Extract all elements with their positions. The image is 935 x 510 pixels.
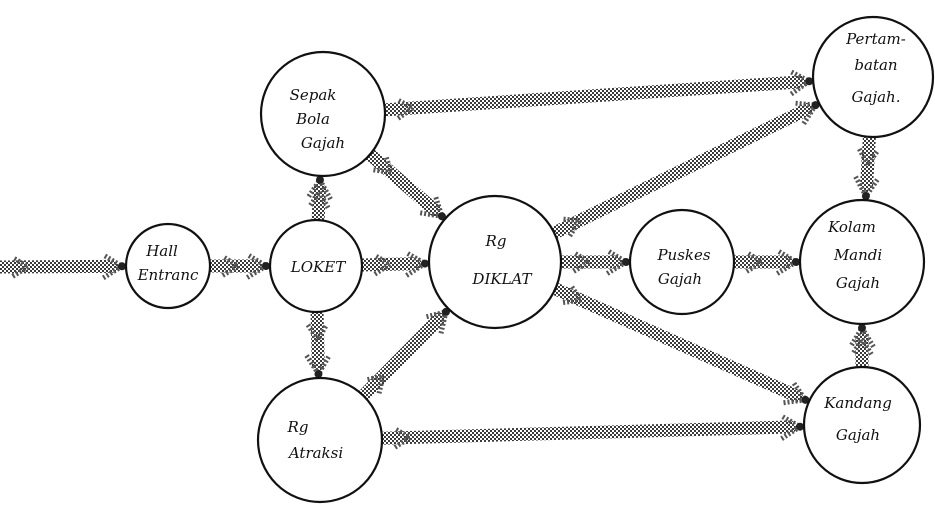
- node-label-line: Gajah: [658, 270, 702, 288]
- tail-chevron-icon: [373, 253, 395, 277]
- node-circle: [811, 15, 935, 139]
- arrow-tip: [421, 259, 430, 268]
- arrowhead-icon: [101, 252, 127, 281]
- flow-arrow-diklat-to-pertambatan: [547, 100, 820, 240]
- node-label-line: Puskes: [656, 246, 710, 264]
- node-label-line: Bola: [295, 110, 330, 128]
- flow-arrow-kandang-to-kolam: [848, 323, 876, 374]
- node-label-line: Kandang: [823, 394, 892, 412]
- node-label-line: DIKLAT: [471, 270, 532, 288]
- node-label-line: Pertam-: [845, 30, 906, 48]
- flow-arrow-atraksi-to-diklat: [356, 307, 450, 403]
- tail-chevron-icon: [373, 154, 395, 176]
- node-label-line: Entranc: [137, 266, 199, 284]
- node-label-line: Hall: [145, 242, 178, 260]
- tail-chevron-icon: [857, 147, 881, 170]
- arrow-tip: [622, 258, 630, 266]
- flow-line: [548, 282, 803, 403]
- arrow-tip: [796, 422, 805, 431]
- flow-arrow-loket-to-sepak: [305, 175, 333, 227]
- node-circle: [798, 198, 926, 326]
- tail-chevron-icon: [745, 250, 767, 274]
- node-label-line: Gajah: [836, 426, 880, 444]
- arrow-tip: [858, 324, 866, 332]
- arrow-tip: [805, 77, 814, 86]
- tail-chevron-icon: [221, 254, 243, 278]
- flow-arrow-puskes-to-kolam: [727, 248, 801, 276]
- flow-arrow-entry-to-hall: [0, 252, 127, 281]
- arrow-tip: [437, 212, 446, 221]
- arrow-tip: [792, 258, 800, 266]
- node-label-line: Mandi: [833, 246, 883, 264]
- node-label-line: Rg: [485, 232, 507, 250]
- tail-chevron-icon: [305, 323, 329, 345]
- arrowhead-icon: [779, 413, 805, 441]
- node-label-line: Atraksi: [287, 444, 343, 462]
- node-circle: [124, 222, 212, 310]
- flow-line: [0, 259, 119, 274]
- node-label-line: Sepak: [290, 86, 337, 104]
- flow-arrow-diklat-to-kandang: [548, 282, 810, 406]
- node-label-line: Rg: [287, 418, 309, 436]
- flow-arrow-atraksi-to-kandang: [375, 413, 805, 450]
- node-label-line: Gajah.: [852, 88, 901, 106]
- arrow-tip: [315, 175, 324, 184]
- node-label-line: batan: [854, 56, 897, 74]
- arrow-tip: [801, 395, 810, 404]
- arrow-tip: [314, 370, 323, 379]
- node-label-line: LOKET: [290, 258, 346, 276]
- flow-arrow-sepak-to-diklat: [363, 147, 446, 221]
- node-label-line: Kolam: [827, 218, 876, 236]
- arrow-tip: [861, 192, 870, 201]
- node-circle: [259, 50, 387, 178]
- node-label-line: Gajah: [301, 134, 345, 152]
- node-label-line: Gajah: [836, 274, 880, 292]
- flow-line: [378, 75, 806, 117]
- tail-chevron-icon: [572, 250, 594, 274]
- node-loket: LOKET: [268, 218, 364, 314]
- arrow-tip: [441, 307, 450, 316]
- arrow-tip: [811, 101, 820, 110]
- flow-line: [356, 312, 446, 403]
- node-circle: [802, 365, 922, 485]
- flow-line: [375, 420, 797, 445]
- tail-chevron-icon: [850, 334, 874, 356]
- flow-arrow-loket-to-diklat: [355, 250, 430, 278]
- flow-line: [363, 147, 441, 217]
- flow-arrow-sepak-to-pertambatan: [378, 68, 814, 121]
- arrowhead-icon: [305, 175, 333, 201]
- flow-arrow-loket-to-atraksi: [304, 305, 332, 379]
- node-circle: [268, 218, 364, 314]
- arrow-tip: [118, 262, 127, 271]
- tail-chevron-icon: [395, 97, 418, 121]
- flow-arrow-pertambatan-to-kolam: [853, 130, 881, 201]
- tail-chevron-icon: [365, 372, 387, 394]
- tail-chevron-icon: [393, 426, 415, 450]
- flow-arrows: [0, 68, 881, 450]
- flow-arrow-hall-to-loket: [203, 252, 271, 280]
- arrow-tip: [262, 262, 270, 270]
- arrowhead-icon: [423, 308, 450, 334]
- node-circle: [628, 208, 736, 316]
- node-circle: [256, 376, 384, 504]
- arrowhead-icon: [848, 323, 876, 349]
- node-circle: [427, 194, 563, 330]
- tail-chevron-icon: [561, 216, 584, 238]
- flow-arrow-diklat-to-puskes: [554, 248, 631, 276]
- flow-line: [547, 103, 814, 240]
